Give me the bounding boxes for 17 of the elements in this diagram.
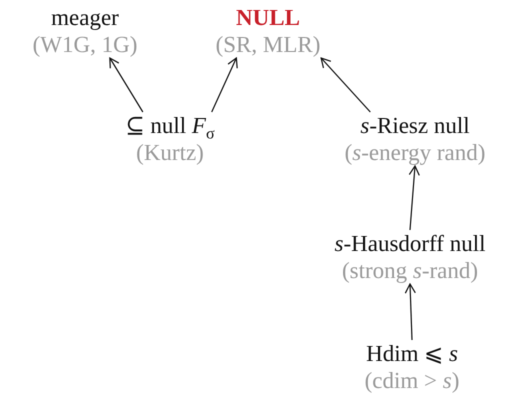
node-note: (SR, MLR) bbox=[216, 31, 320, 58]
arrow bbox=[109, 57, 144, 112]
node-note: (W1G, 1G) bbox=[32, 31, 138, 58]
node-title: ⊆ null F$_{σ}$ bbox=[125, 112, 215, 139]
node-note: (Kurtz) bbox=[136, 139, 204, 166]
arrow bbox=[408, 165, 420, 230]
arrow bbox=[211, 57, 238, 112]
node-title: NULL bbox=[236, 4, 300, 31]
node-title: s-Hausdorff null bbox=[334, 230, 486, 257]
arrow bbox=[404, 283, 416, 340]
node-note: (s-energy rand) bbox=[344, 139, 486, 166]
node-note: (strong s-rand) bbox=[342, 257, 478, 284]
node-note: (cdim > s) bbox=[364, 367, 460, 394]
node-title: Hdim ⩽ s bbox=[366, 340, 458, 367]
node-title: meager bbox=[51, 4, 119, 31]
arrow bbox=[320, 57, 371, 112]
node-title: s-Riesz null bbox=[360, 112, 470, 139]
